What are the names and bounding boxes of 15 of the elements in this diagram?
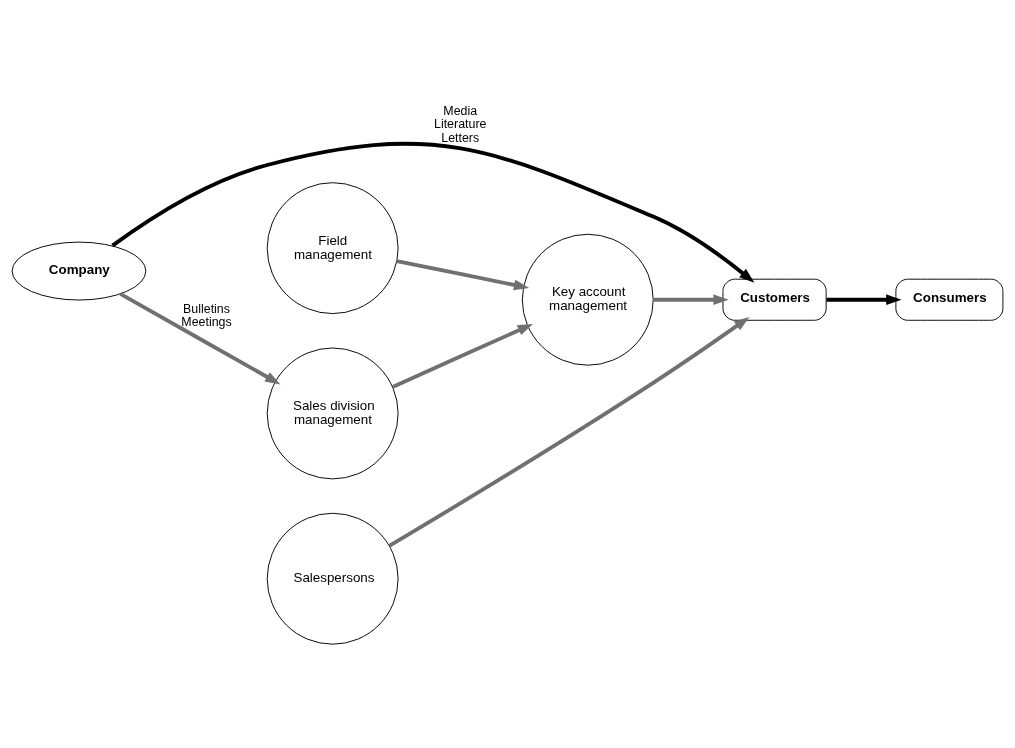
node-circle: Salespersons	[266, 512, 399, 645]
node-box: Consumers	[895, 278, 1004, 321]
edge-label: Bulletins Meetings	[181, 301, 232, 329]
arrow	[119, 291, 281, 384]
node-ellipse: Company	[11, 241, 147, 300]
node-circle: Key account management	[521, 233, 654, 366]
arrow	[396, 258, 530, 290]
arrow	[826, 293, 902, 305]
node-box: Customers	[722, 278, 827, 321]
node-circle: Field management	[266, 181, 399, 314]
arrow	[388, 316, 750, 547]
arrow	[391, 323, 533, 389]
arrow	[653, 293, 729, 305]
edge-label: Media Literature Letters	[434, 103, 487, 145]
arrow	[111, 141, 755, 283]
